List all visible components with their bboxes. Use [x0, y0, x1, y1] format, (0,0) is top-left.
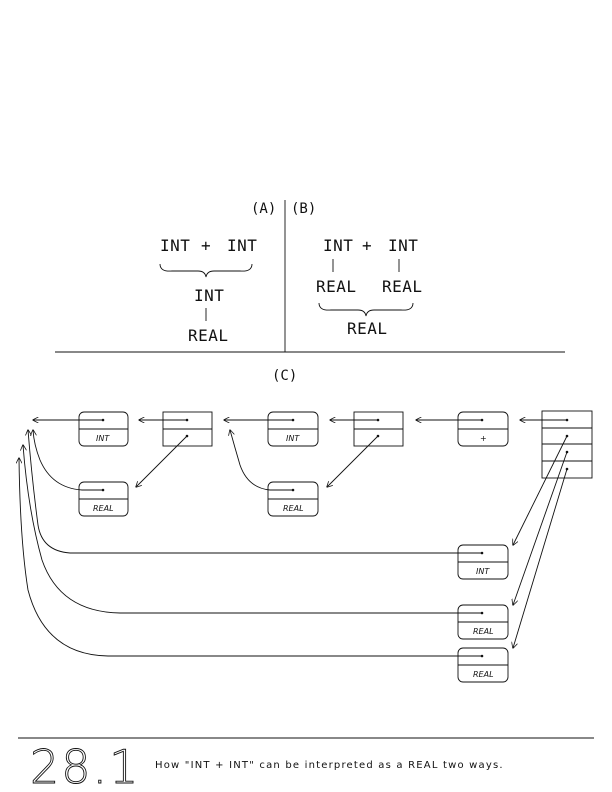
- node-real-1-label: REAL: [93, 504, 114, 513]
- panel-a-left-int: INT: [160, 236, 190, 255]
- pointer-real4-curve: [19, 458, 482, 657]
- panel-b-result-real: REAL: [347, 319, 388, 338]
- node-real-4-label: REAL: [473, 670, 494, 679]
- node-real-4: REAL: [457, 647, 509, 683]
- pointer-root-to-int3: [513, 435, 568, 545]
- panel-b: INT + INT REAL REAL REAL: [316, 236, 423, 338]
- panel-label-c: (C): [272, 368, 297, 384]
- panel-a-brace: [159, 263, 253, 278]
- node-int-1-label: INT: [96, 434, 110, 443]
- node-real-3: REAL: [457, 604, 509, 640]
- panel-b-brace: [318, 302, 414, 317]
- node-int-3-label: INT: [476, 567, 490, 576]
- node-real-2-label: REAL: [283, 504, 304, 513]
- pointer-real2-curve: [230, 430, 293, 491]
- panel-a: INT + INT INT REAL: [159, 236, 257, 345]
- panel-b-left-real: REAL: [316, 277, 357, 296]
- panel-b-right-int: INT: [388, 236, 418, 255]
- pointer-int3-curve: [28, 430, 482, 554]
- node-real-3-label: REAL: [473, 627, 494, 636]
- panel-b-plus: +: [362, 236, 372, 255]
- pointer-root-to-real4: [513, 468, 568, 648]
- node-int-3: INT: [457, 544, 509, 580]
- node-real-1: REAL: [78, 481, 129, 517]
- node-real-2: REAL: [267, 481, 319, 517]
- figure-number: 28.1: [30, 740, 140, 792]
- node-int-1: INT: [78, 411, 129, 447]
- node-plus-label: +: [480, 434, 487, 443]
- node-plus: +: [457, 411, 509, 447]
- panel-label-a: (A): [251, 201, 276, 217]
- panel-b-right-real: REAL: [382, 277, 423, 296]
- pair-box-1: [162, 411, 213, 447]
- panel-b-left-int: INT: [323, 236, 353, 255]
- node-int-2-label: INT: [286, 434, 300, 443]
- pair-box-2: [353, 411, 404, 447]
- panel-label-b: (B): [291, 201, 316, 217]
- pointer-pair2-to-real2: [327, 435, 379, 487]
- pointer-real3-curve: [23, 445, 482, 614]
- root-vector: [541, 410, 593, 479]
- panel-a-right-int: INT: [227, 236, 257, 255]
- pointer-real1-curve: [33, 430, 103, 491]
- panel-a-plus: +: [201, 236, 211, 255]
- panel-a-result-int: INT: [194, 286, 224, 305]
- pointer-root-to-real3: [513, 451, 568, 605]
- panel-c: INT REAL INT: [19, 410, 593, 683]
- node-int-2: INT: [267, 411, 319, 447]
- pointer-pair1-to-real1: [136, 435, 188, 487]
- caption-text: How "INT + INT" can be interpreted as a …: [155, 760, 504, 771]
- panel-a-result-real: REAL: [188, 326, 229, 345]
